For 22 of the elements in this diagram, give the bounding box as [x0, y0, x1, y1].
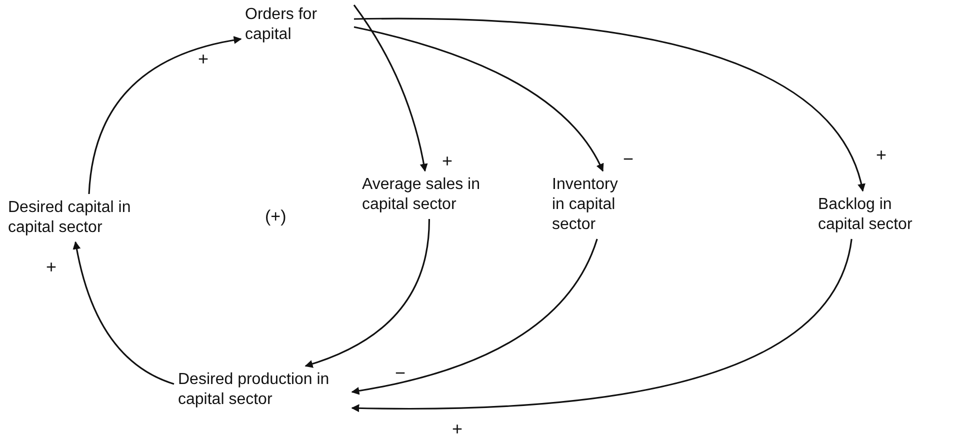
polarity-sign: +	[198, 50, 209, 68]
causal-arrow	[351, 238, 852, 412]
causal-arrow	[354, 26, 604, 172]
causal-arrow	[351, 238, 598, 395]
causal-arrow	[72, 241, 174, 385]
causal-arrow	[88, 36, 242, 194]
loop-polarity-label: (+)	[265, 208, 286, 225]
variable-label: Backlog in capital sector	[818, 195, 930, 235]
polarity-sign: +	[46, 258, 57, 276]
polarity-sign: +	[876, 146, 887, 164]
variable-label: Desired capital in capital sector	[8, 198, 143, 238]
causal-arrow	[353, 4, 428, 172]
variable-label: Desired production in capital sector	[178, 370, 348, 410]
causal-arrow	[304, 218, 430, 368]
polarity-sign: −	[623, 150, 634, 168]
causal-arrow	[354, 18, 865, 192]
polarity-sign: −	[395, 364, 406, 382]
variable-label: Average sales in capital sector	[362, 175, 502, 215]
polarity-sign: +	[442, 152, 453, 170]
polarity-sign: +	[452, 420, 463, 438]
variable-label: Orders for capital	[245, 5, 350, 45]
variable-label: Inventory in capital sector	[552, 175, 634, 235]
